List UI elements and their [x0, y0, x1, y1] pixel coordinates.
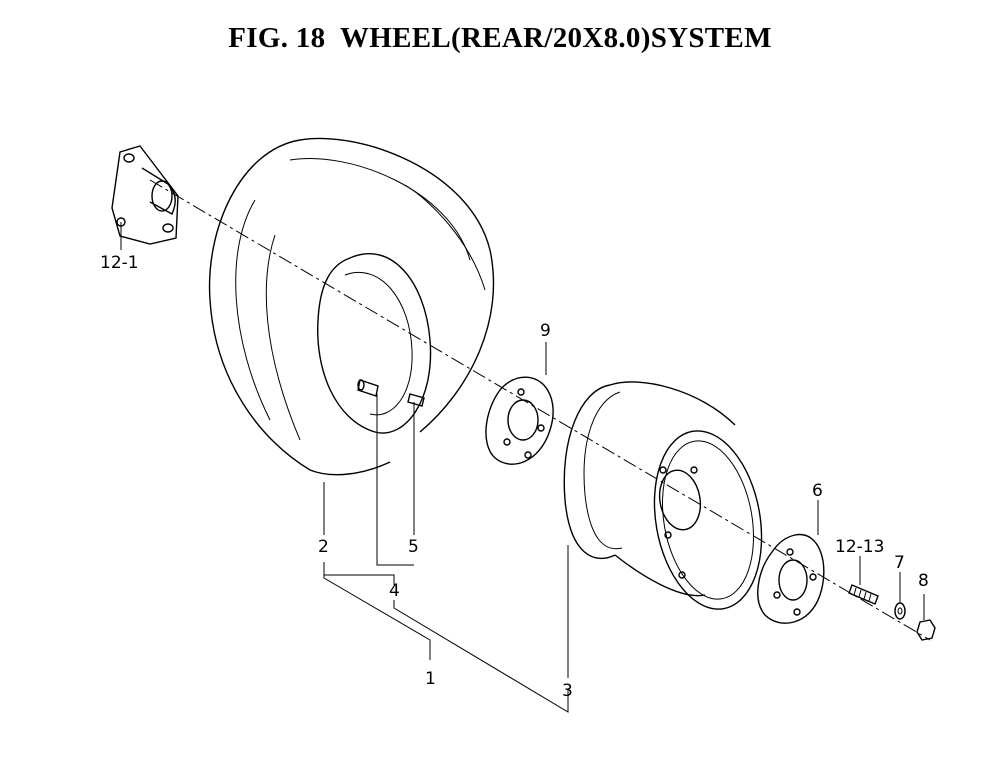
shim-plate-lower — [757, 533, 825, 624]
wheel-axis-line — [149, 179, 931, 641]
valve-stem — [357, 379, 379, 397]
callout-5: 5 — [408, 537, 419, 557]
callout-12-13: 12-13 — [835, 537, 884, 557]
callout-6: 6 — [812, 481, 823, 501]
callout-2: 2 — [318, 537, 329, 557]
shim-plate-upper — [485, 376, 554, 465]
callout-4: 4 — [389, 581, 400, 601]
leader-group-2-4 — [323, 562, 395, 585]
hub-flange — [111, 145, 179, 245]
callout-8: 8 — [918, 571, 929, 591]
wheel-rim — [563, 381, 763, 610]
hex-nut — [916, 619, 936, 641]
leader-group-3 — [393, 600, 569, 713]
callout-9: 9 — [540, 321, 551, 341]
callout-7: 7 — [894, 553, 905, 573]
callout-3: 3 — [562, 681, 573, 701]
callout-1: 1 — [425, 669, 436, 689]
figure-title: FIG. 18 WHEEL(REAR/20X8.0)SYSTEM — [228, 22, 772, 54]
leader-group-1 — [323, 575, 431, 660]
tire — [208, 137, 495, 476]
lock-washer — [894, 602, 906, 620]
wheel-stud — [848, 584, 879, 605]
callout-12-1: 12-1 — [100, 253, 139, 273]
valve-cap — [407, 393, 425, 407]
leader-4 — [376, 394, 414, 566]
